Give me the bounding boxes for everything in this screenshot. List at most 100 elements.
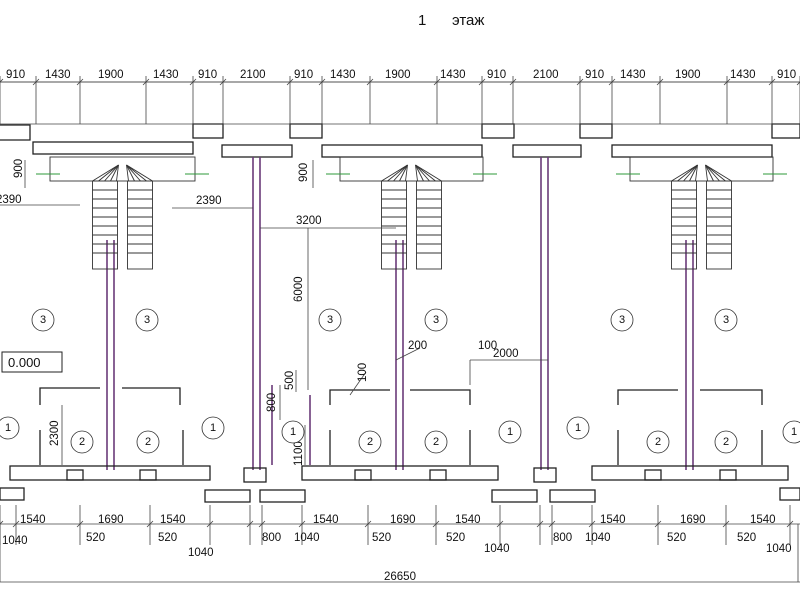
bottom-dim-label-lower: 520 [86,532,105,544]
top-tick-slash [76,78,84,86]
room-marker-circle [201,416,225,440]
room-number: 3 [144,314,150,326]
winder-step [116,164,119,182]
bottom-tick-slash [364,520,372,528]
dim-2390-mid: 2390 [196,195,222,207]
top-tick-slash [796,81,800,86]
top-dim-label: 1430 [330,69,356,81]
bottom-dim-label-lower: 1040 [188,547,214,559]
bottom-tick-slash [246,520,254,528]
top-dim-label: 1430 [153,69,179,81]
room-number: 3 [619,314,625,326]
top-tick-slash [576,78,584,86]
bottom-dim-label-lower: 800 [262,532,281,544]
bottom-dim-label-upper: 1690 [390,514,416,526]
room-number: 2 [145,436,151,448]
total-width-label: 26650 [384,571,416,583]
bottom-dim-label-upper: 1690 [680,514,706,526]
dim-2300: 2300 [49,420,61,446]
room-number: 2 [723,436,729,448]
top-dim-label: 1900 [675,69,701,81]
bottom-dim-label-upper: 1540 [600,514,626,526]
room-marker-circle [424,430,448,454]
bottom-dim-label-lower: 520 [372,532,391,544]
top-dim-label: 2100 [533,69,559,81]
dim-800: 800 [266,393,278,412]
winder-step [415,164,442,182]
room-number: 1 [210,422,216,434]
dim-100-a: 100 [478,340,497,352]
room-number: 2 [79,436,85,448]
bottom-dim-label-lower: 1040 [294,532,320,544]
bottom-tick-slash [654,520,662,528]
room-marker-circle [136,430,160,454]
party-walls [106,157,694,470]
room-number: 3 [723,314,729,326]
bottom-dim-label-upper: 1540 [750,514,776,526]
room-marker-circle [424,308,448,332]
top-dim-label: 1900 [385,69,411,81]
winder-step [705,164,720,182]
bottom-dim-label-lower: 1040 [484,543,510,555]
room-marker-circle [31,308,55,332]
room-marker-circle [0,416,20,440]
stair-landing [339,156,484,182]
bottom-tick-slash [432,520,440,528]
top-dim-label: 1430 [45,69,71,81]
top-dim-label: 910 [585,69,604,81]
bottom-tick-slash [76,520,84,528]
dim-1100: 1100 [293,441,305,466]
dim-2390-left: 2390 [0,194,22,206]
room-marker-circle [498,420,522,444]
dim-100-b: 100 [357,363,369,382]
room-marker-circle [70,430,94,454]
winder-step [405,164,408,182]
level-mark: 0.000 [1,351,63,373]
winder-step [415,164,436,182]
top-dim-label: 1430 [730,69,756,81]
room-marker-circle [135,308,159,332]
dim-3200: 3200 [296,215,322,227]
bottom-tick-slash [536,520,544,528]
stair-landing [49,156,196,182]
top-tick-slash [723,78,731,86]
winder-step [671,164,698,182]
top-tick-slash [656,78,664,86]
dim-2000: 2000 [493,348,519,360]
room-marker-circle [358,430,382,454]
winder-step [387,164,408,182]
bottom-dimension-lines [0,523,800,583]
winder-step [399,164,408,182]
room-marker-circle [714,430,738,454]
bottom-tick-slash [12,520,20,528]
interior-dimensions: 900 2390 2390 900 3200 6000 200 100 2000… [0,159,548,466]
top-dim-label: 910 [198,69,217,81]
bottom-tick-slash [786,520,794,528]
bottom-tick-slash [588,520,596,528]
bottom-dim-label-upper: 1540 [313,514,339,526]
winder-step [126,164,141,182]
top-tick-slash [286,78,294,86]
top-tick-slash [318,78,326,86]
stair-flight [416,180,442,270]
winder-step [104,164,119,182]
dim-900-mid: 900 [298,163,310,182]
winder-step [126,164,147,182]
top-tick-slash [608,78,616,86]
level-mark-value: 0.000 [8,355,41,370]
room-number: 1 [290,426,296,438]
winder-step [98,164,119,182]
bottom-dim-label-lower: 520 [667,532,686,544]
bottom-dim-label-lower: 1040 [2,535,28,547]
room-number: 2 [433,436,439,448]
top-dim-label: 1430 [440,69,466,81]
winder-step [393,164,408,182]
top-tick-slash [0,78,4,83]
bottom-dim-label-lower: 520 [737,532,756,544]
room-marker-circle [610,308,634,332]
bottom-tick-slash [206,520,214,528]
top-dim-label: 910 [487,69,506,81]
